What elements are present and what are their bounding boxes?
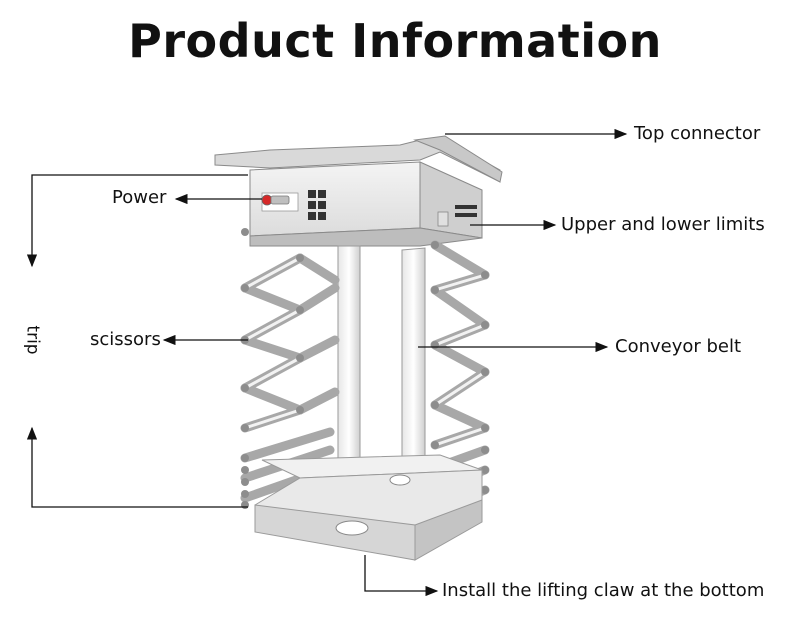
label-scissors: scissors [90, 329, 161, 350]
vertical-posts [337, 245, 426, 496]
control-box [249, 161, 483, 247]
bottom-tray [254, 454, 483, 561]
label-install-claw: Install the lifting claw at the bottom [442, 580, 765, 601]
label-power: Power [112, 187, 167, 208]
right-scissors-highlight [433, 273, 487, 447]
top-connector-bracket [214, 135, 503, 183]
left-scissors-highlight [243, 256, 302, 430]
label-top-connector: Top connector [634, 123, 761, 144]
label-upper-lower-limits: Upper and lower limits [561, 214, 765, 235]
label-conveyor-belt: Conveyor belt [615, 336, 742, 357]
left-pivot-bolts [241, 228, 304, 509]
label-trip: trip [22, 325, 43, 355]
callout-lines [26, 128, 628, 597]
page-title: Product Information [128, 14, 662, 68]
